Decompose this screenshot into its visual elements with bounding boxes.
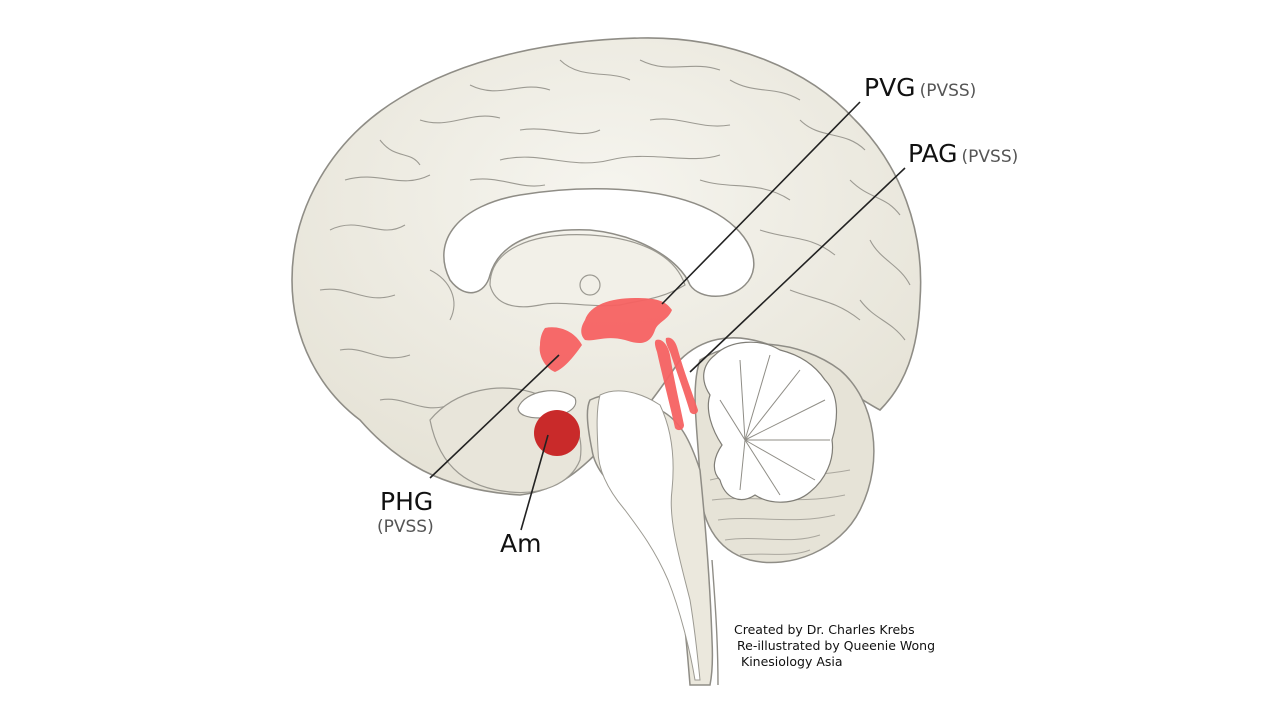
- pons: [596, 390, 701, 681]
- amygdala-region: [534, 410, 580, 456]
- pvg-name: PVG: [864, 73, 916, 102]
- pag-name: PAG: [908, 139, 958, 168]
- pvg-note: (PVSS): [919, 81, 977, 101]
- phg-name: PHG: [380, 487, 434, 516]
- label-phg: PHG (PVSS): [377, 487, 434, 537]
- label-pag: PAG(PVSS): [908, 141, 1018, 166]
- pvg-region: [581, 298, 672, 343]
- label-am: Am: [500, 531, 541, 556]
- highlighted-regions: [539, 298, 698, 431]
- leader-lines: [429, 101, 906, 531]
- spinal-cord-edge: [711, 559, 719, 686]
- thalamus: [579, 274, 601, 296]
- credit-line-illustrator: Re-illustrated by Queenie Wong: [737, 638, 936, 653]
- credit-line-author: Created by Dr. Charles Krebs: [734, 622, 915, 637]
- pag-leader-line: [689, 167, 906, 373]
- pag-region-right: [665, 337, 698, 415]
- pag-note: (PVSS): [961, 147, 1019, 167]
- phg-region: [539, 327, 582, 372]
- credit-line-organization: Kinesiology Asia: [741, 654, 843, 669]
- pag-region: [654, 339, 684, 431]
- arbor-vitae-branches: [719, 354, 830, 496]
- label-pvg: PVG(PVSS): [864, 75, 976, 100]
- arbor-vitae: [703, 341, 838, 503]
- corpus-callosum: [443, 188, 755, 297]
- credits: Created by Dr. Charles Krebs Re-illustra…: [734, 622, 935, 670]
- am-name: Am: [500, 529, 542, 558]
- am-leader-line: [520, 434, 549, 531]
- phg-note: (PVSS): [377, 517, 434, 537]
- lateral-ventricle: [489, 234, 686, 308]
- pvg-leader-line: [661, 101, 861, 305]
- phg-leader-line: [429, 354, 560, 479]
